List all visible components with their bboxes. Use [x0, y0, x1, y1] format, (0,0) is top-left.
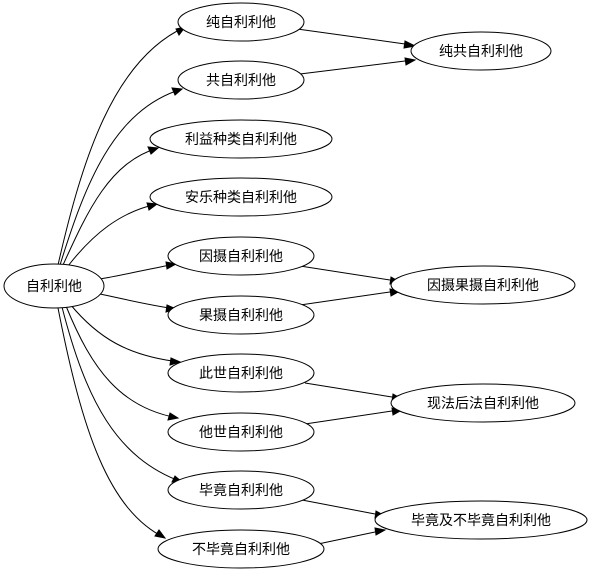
node-xian-fa-hou-fa: 现法后法自利利他 — [390, 383, 576, 423]
edge-root-to-yin-she — [99, 263, 177, 280]
node-label: 安乐种类自利利他 — [185, 190, 297, 206]
node-chun-gong: 纯共自利利他 — [410, 31, 552, 71]
edge-arrowhead — [147, 146, 160, 155]
edge-root-to-guo-she — [99, 293, 177, 310]
edge-chun-zi-li-li-ta-to-chun-gong — [289, 27, 406, 45]
node-label: 纯共自利利他 — [439, 44, 523, 60]
node-label: 现法后法自利利他 — [427, 396, 539, 412]
edge-root-to-chun-zi-li-li-ta — [57, 26, 186, 266]
node-label: 自利利他 — [26, 279, 82, 295]
node-li-yi-zhong-lei: 利益种类自利利他 — [149, 119, 333, 159]
node-label: 毕竟自利利他 — [199, 483, 283, 499]
edge-root-to-an-le-zhong-lei — [67, 203, 158, 267]
node-label: 不毕竟自利利他 — [192, 542, 290, 558]
edge-yin-she-to-yin-she-guo-she — [299, 265, 391, 281]
edge-ta-shi-to-xian-fa-hou-fa — [304, 410, 393, 425]
edge-arrowhead — [154, 529, 167, 539]
edge-root-to-ta-shi — [65, 305, 179, 419]
node-yin-she: 因摄自利利他 — [167, 236, 315, 276]
edge-root-to-bi-jing — [61, 306, 183, 483]
edge-gong-zi-li-li-ta-to-chun-gong — [299, 60, 406, 75]
node-label: 毕竟及不毕竟自利利他 — [411, 513, 551, 529]
edge-guo-she-to-yin-she-guo-she — [299, 291, 391, 306]
edge-bu-bi-jing-to-bi-jing-ji-bu-bi-jing — [317, 531, 376, 545]
node-bu-bi-jing: 不毕竟自利利他 — [157, 529, 325, 569]
node-yin-she-guo-she: 因摄果摄自利利他 — [390, 265, 576, 305]
edge-ci-shi-to-xian-fa-hou-fa — [304, 382, 393, 398]
node-chun-zi-li-li-ta: 纯自利利他 — [177, 2, 305, 42]
edge-root-to-bu-bi-jing — [57, 307, 166, 539]
edge-arrowhead — [404, 57, 417, 66]
node-ta-shi: 他世自利利他 — [167, 412, 315, 452]
edge-arrowhead — [171, 87, 184, 96]
edge-arrowhead — [169, 357, 182, 366]
node-bi-jing-ji-bu-bi-jing: 毕竟及不毕竟自利利他 — [374, 500, 588, 540]
edge-root-to-li-yi-zhong-lei — [62, 147, 159, 266]
edge-arrowhead — [167, 412, 180, 421]
node-label: 此世自利利他 — [199, 366, 283, 382]
node-gong-zi-li-li-ta: 共自利利他 — [177, 60, 305, 100]
node-bi-jing: 毕竟自利利他 — [167, 470, 315, 510]
node-label: 因摄果摄自利利他 — [427, 278, 539, 294]
edge-arrowhead — [374, 527, 387, 536]
node-an-le-zhong-lei: 安乐种类自利利他 — [149, 177, 333, 217]
edge-arrowhead — [403, 40, 417, 49]
node-label: 因摄自利利他 — [199, 249, 283, 265]
node-ci-shi: 此世自利利他 — [167, 353, 315, 393]
node-label: 果摄自利利他 — [199, 308, 283, 324]
node-label: 利益种类自利利他 — [185, 132, 297, 148]
edge-bi-jing-to-bi-jing-ji-bu-bi-jing — [301, 499, 376, 515]
edge-arrowhead — [146, 202, 159, 211]
node-label: 纯自利利他 — [206, 15, 276, 31]
edge-root-to-ci-shi — [69, 303, 181, 363]
edge-root-to-gong-zi-li-li-ta — [59, 88, 183, 266]
node-label: 共自利利他 — [206, 73, 276, 89]
node-guo-she: 果摄自利利他 — [167, 295, 315, 335]
node-root: 自利利他 — [3, 263, 105, 309]
node-label: 他世自利利他 — [199, 425, 283, 441]
